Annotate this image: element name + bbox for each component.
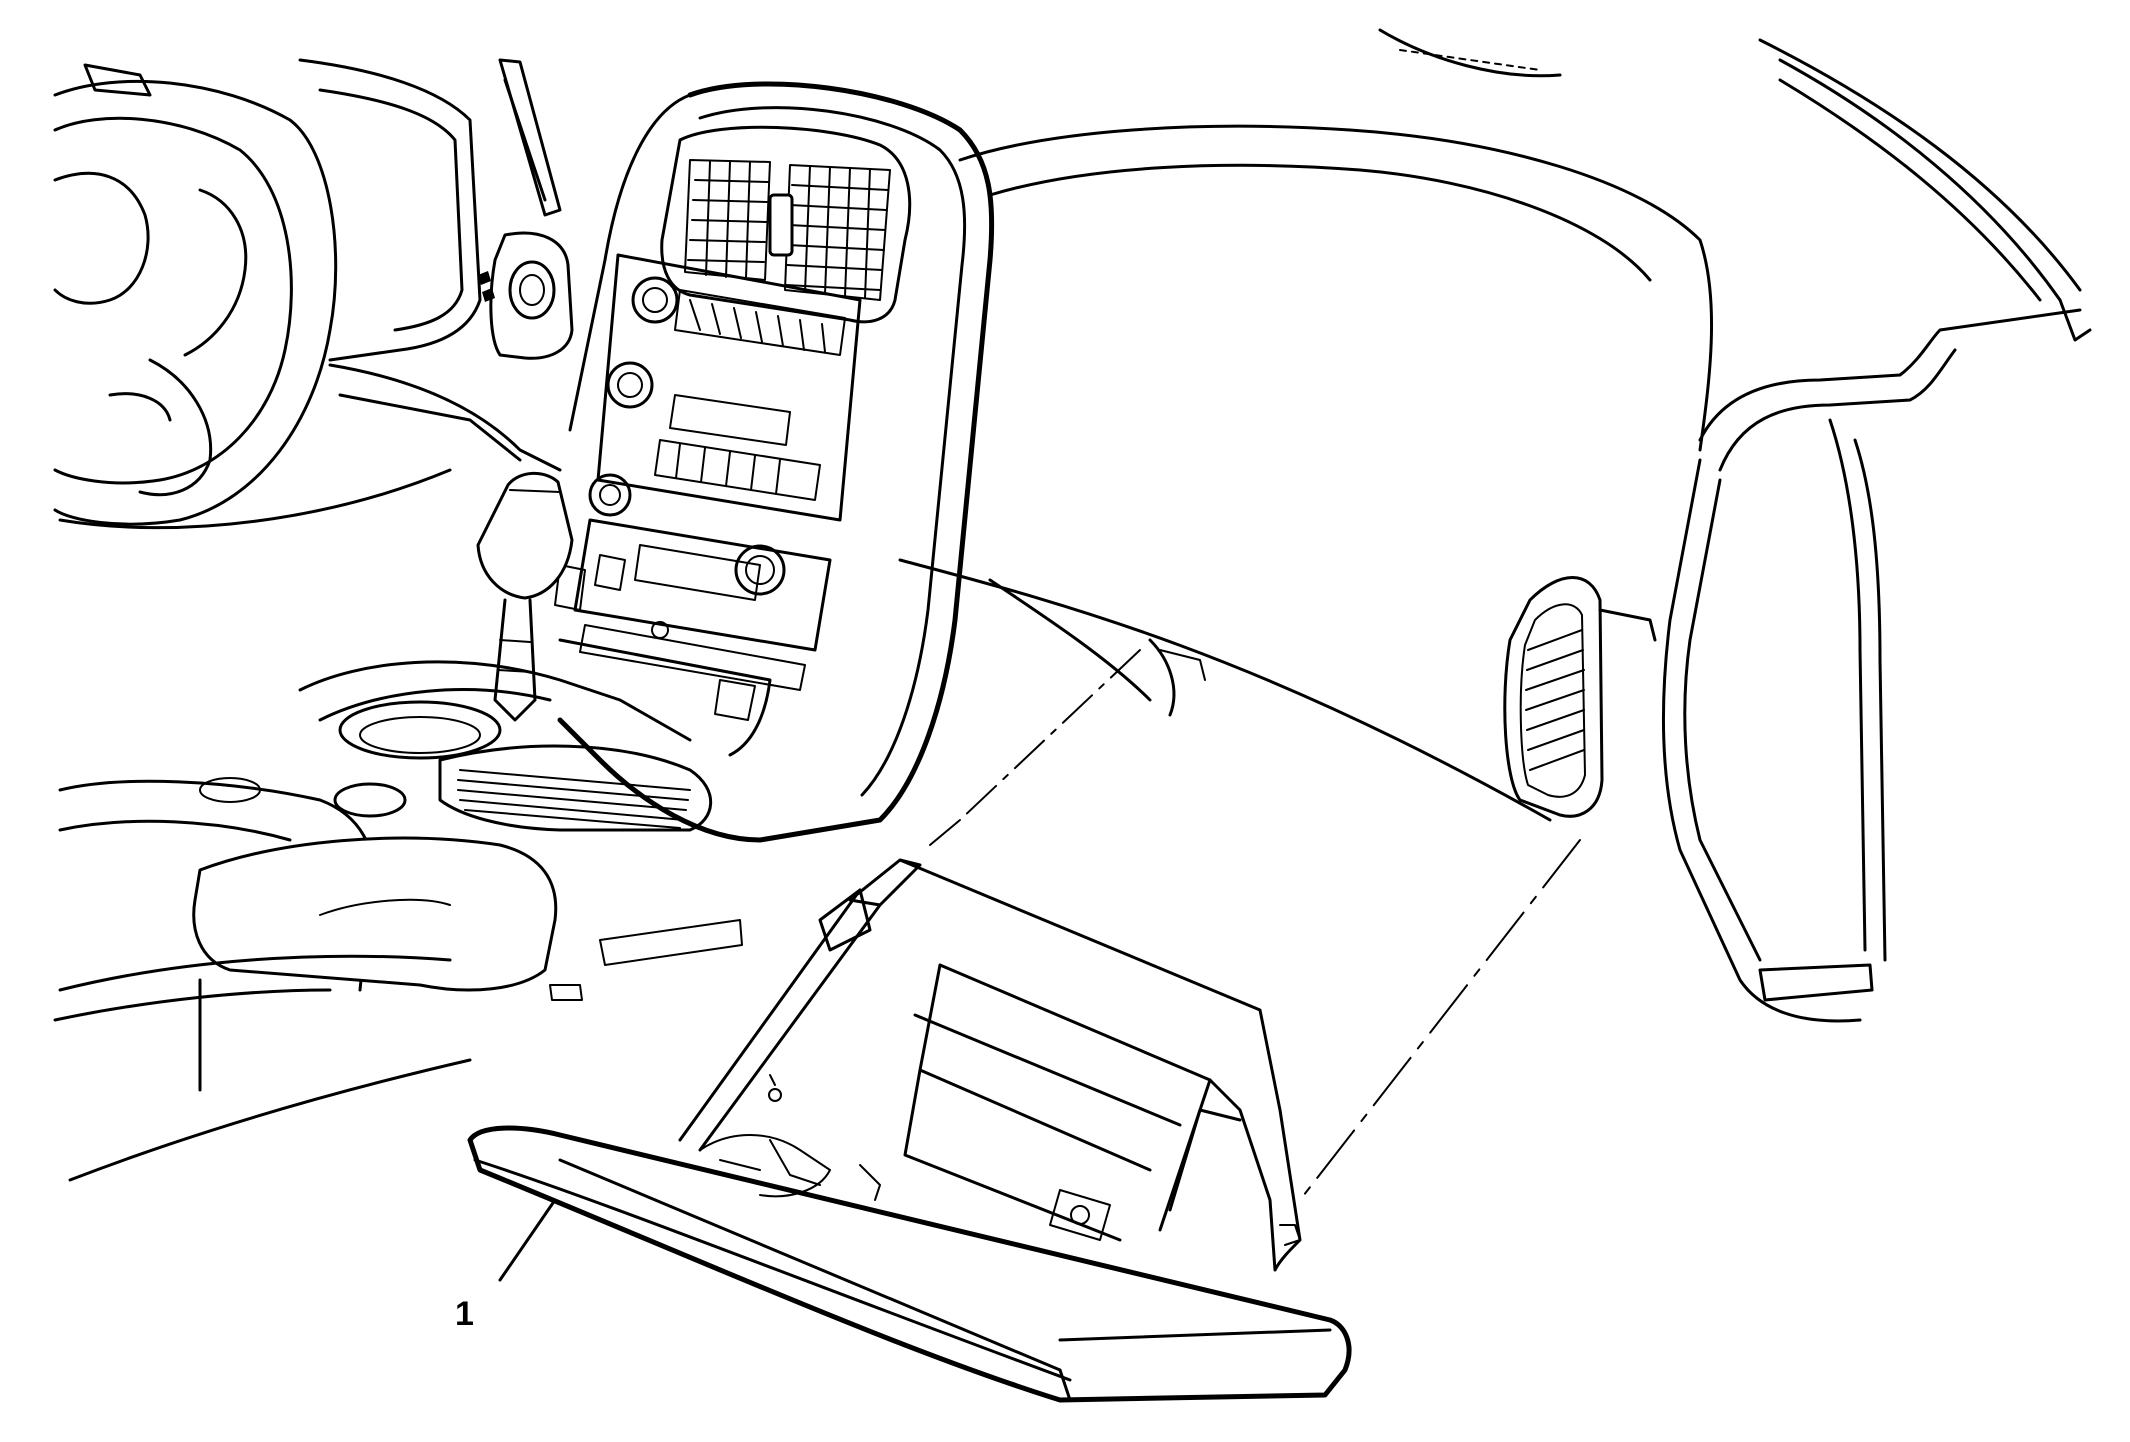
callout-1: 1: [455, 1198, 557, 1333]
center-air-vents: [684, 159, 891, 301]
center-console: [53, 660, 743, 1182]
center-stack: [554, 81, 995, 843]
radio-head-unit: [588, 253, 862, 522]
gear-shifter: [476, 471, 574, 722]
installation-guide-lines: [929, 649, 1581, 1201]
console-grille: [457, 769, 691, 829]
callout-label-1: 1: [455, 1295, 474, 1333]
glove-box-latch: [699, 1074, 881, 1201]
steering-wheel: [53, 63, 338, 526]
center-stack-lower: [554, 564, 772, 757]
headlamp-switch: [478, 231, 574, 360]
climate-control-panel: [573, 518, 832, 691]
driver-dash-panel: [58, 58, 562, 530]
instrument-panel-body: [898, 28, 2092, 1023]
side-air-vent: [1503, 576, 1657, 818]
glove-box: [467, 858, 1352, 1403]
